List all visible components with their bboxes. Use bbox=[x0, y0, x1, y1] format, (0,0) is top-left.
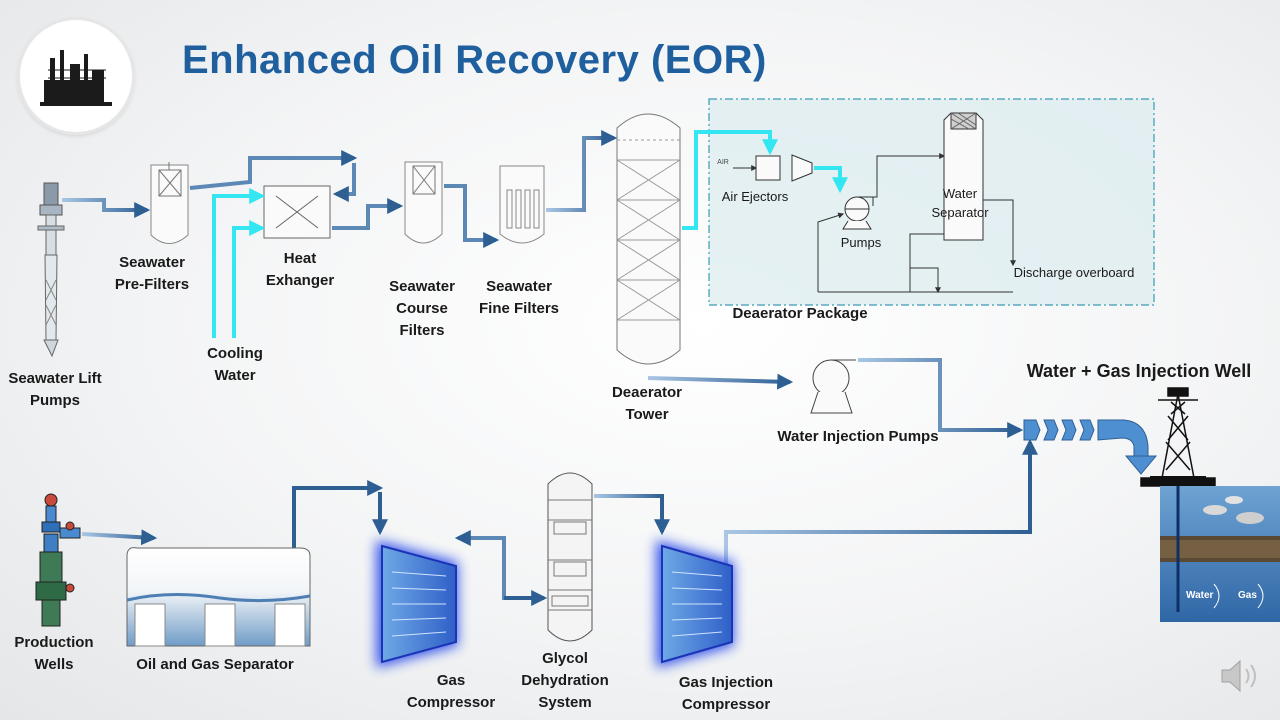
reservoir bbox=[1160, 486, 1280, 622]
label-line: Compressor bbox=[681, 696, 771, 713]
label-line: Seawater Lift bbox=[8, 370, 102, 387]
label-line: Filters bbox=[399, 322, 445, 339]
oil-derrick-icon bbox=[1140, 387, 1216, 487]
label-line: Water bbox=[214, 367, 256, 384]
label-line: Course bbox=[396, 300, 448, 317]
deaerator-package-box bbox=[708, 98, 1155, 306]
label-air-tag: AIR bbox=[717, 159, 729, 166]
label-pumps: Pumps bbox=[840, 235, 882, 250]
label-line: Deaerator bbox=[611, 384, 683, 401]
label-line: Seawater bbox=[486, 278, 552, 295]
label-line: System bbox=[538, 694, 592, 711]
label-water-separator: Water Separator bbox=[920, 184, 1000, 222]
label-reservoir-water: Water bbox=[1186, 590, 1214, 601]
label-seawater-fine-filters: Seawater Fine Filters bbox=[466, 276, 572, 320]
label-line: Dehydration bbox=[521, 672, 609, 689]
label-glycol-dehydration: Glycol Dehydration System bbox=[512, 648, 618, 714]
label-line: Wells bbox=[34, 656, 74, 673]
label-air-ejectors: Air Ejectors bbox=[721, 189, 789, 204]
label-line: Glycol bbox=[542, 650, 588, 667]
label-seawater-lift-pumps: Seawater Lift Pumps bbox=[0, 368, 110, 412]
gas-compressor bbox=[376, 540, 458, 668]
deaerator-package-internals bbox=[733, 112, 1013, 294]
label-cooling-water: Cooling Water bbox=[185, 343, 285, 387]
gas-flow-lines bbox=[81, 438, 1038, 606]
label-line: Separator bbox=[931, 205, 989, 220]
label-line: Cooling bbox=[207, 345, 263, 362]
injection-manifold bbox=[1023, 419, 1158, 475]
label-line: Seawater bbox=[119, 254, 185, 271]
gas-injection-compressor bbox=[656, 540, 734, 668]
label-gas-compressor: Gas Compressor bbox=[400, 670, 502, 714]
label-line: Compressor bbox=[406, 694, 496, 711]
label-line: Seawater bbox=[389, 278, 455, 295]
label-deaerator-package: Deaerator Package bbox=[732, 305, 868, 322]
cooling-water-lines bbox=[212, 130, 848, 338]
label-water-gas-injection-well: Water + Gas Injection Well bbox=[1026, 361, 1252, 381]
heat-exchanger bbox=[263, 185, 331, 239]
page-title: Enhanced Oil Recovery (EOR) bbox=[182, 38, 767, 82]
deaerator-tower bbox=[616, 113, 681, 365]
label-line: Pre-Filters bbox=[114, 276, 190, 293]
label-water-injection-pumps: Water Injection Pumps bbox=[777, 428, 939, 445]
label-oil-gas-separator: Oil and Gas Separator bbox=[136, 656, 294, 673]
label-line: Exhanger bbox=[265, 272, 335, 289]
oil-gas-separator bbox=[126, 547, 311, 647]
seawater-course-filter bbox=[404, 161, 443, 244]
seawater-lift-pump bbox=[37, 182, 65, 358]
glycol-dehydration-column bbox=[547, 472, 593, 642]
label-line: Water bbox=[942, 186, 978, 201]
label-discharge-overboard: Discharge overboard bbox=[1013, 265, 1135, 280]
label-gas-injection-compressor: Gas Injection Compressor bbox=[670, 672, 782, 716]
label-deaerator-tower: Deaerator Tower bbox=[597, 382, 697, 426]
label-line: Tower bbox=[625, 406, 669, 423]
seawater-pre-filter bbox=[150, 162, 189, 244]
label-line: Gas bbox=[436, 672, 466, 689]
label-line: Pumps bbox=[29, 392, 80, 409]
refinery-logo-icon bbox=[20, 20, 132, 132]
water-injection-pump bbox=[810, 359, 856, 414]
label-seawater-course-filters: Seawater Course Filters bbox=[372, 276, 472, 342]
seawater-flow-lines bbox=[62, 130, 1024, 438]
label-line: Production bbox=[14, 634, 94, 651]
label-production-wells: Production Wells bbox=[4, 632, 104, 676]
label-reservoir-gas: Gas bbox=[1238, 590, 1257, 601]
label-seawater-pre-filters: Seawater Pre-Filters bbox=[92, 252, 212, 296]
label-line: Gas Injection bbox=[678, 674, 774, 691]
label-heat-exchanger: Heat Exhanger bbox=[250, 248, 350, 292]
label-line: Fine Filters bbox=[478, 300, 560, 317]
production-wellhead bbox=[35, 493, 81, 627]
label-line: Heat bbox=[283, 250, 317, 267]
seawater-fine-filter bbox=[499, 165, 545, 244]
speaker-icon[interactable] bbox=[1218, 656, 1264, 701]
